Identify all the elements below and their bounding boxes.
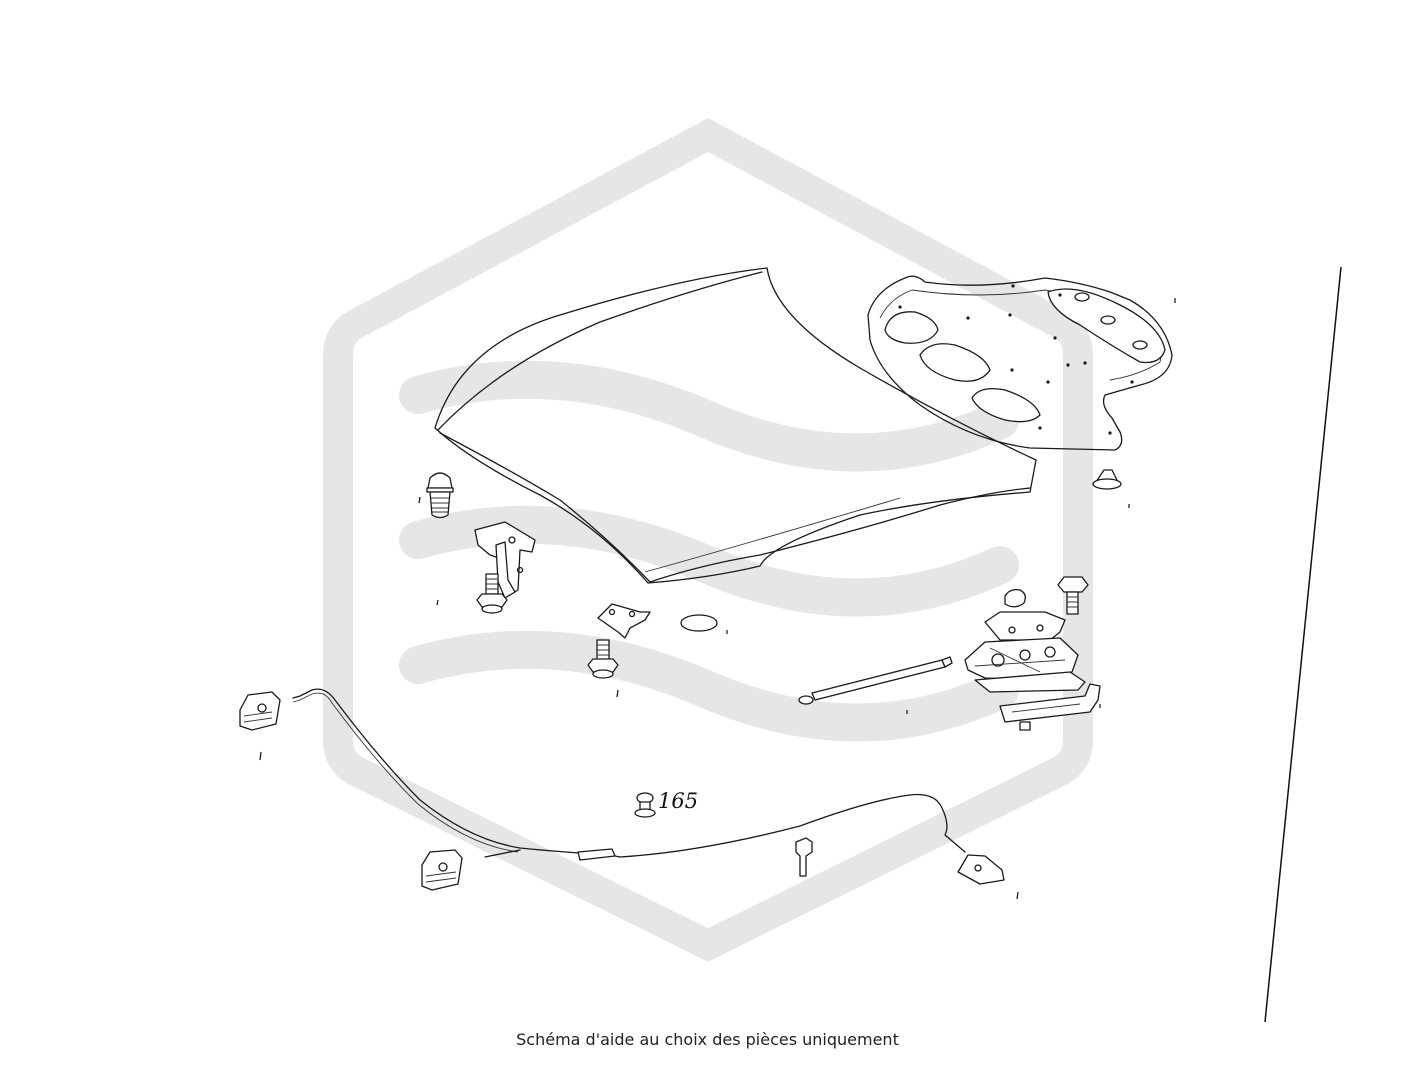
reference-ticks: [259, 298, 1176, 900]
seal-ring: [680, 614, 718, 632]
latch-bumper: [1004, 588, 1026, 608]
latch-bolt: [1057, 576, 1089, 615]
diagram-caption: Schéma d'aide au choix des pièces unique…: [516, 1030, 899, 1049]
left-hood-latch: [239, 691, 281, 731]
center-hood-latch: [421, 849, 463, 891]
push-pin-clip: [634, 792, 656, 818]
hood-hinge: [474, 521, 536, 599]
release-cable: [292, 688, 966, 861]
watermark-logo: [323, 117, 1093, 962]
hood-release-handle: [957, 854, 1005, 885]
part-number-label: 165: [658, 789, 698, 813]
hood-insulation-pad: [867, 275, 1173, 451]
hinge-bolt: [476, 573, 508, 614]
bracket-bolt: [587, 639, 619, 679]
gas-strut: [798, 656, 953, 705]
latch-mounting-bracket: [999, 683, 1101, 731]
hood-panel: [434, 267, 1037, 584]
stopper-bracket: [597, 603, 651, 639]
frame-line: [1264, 266, 1342, 1023]
retaining-clip: [1092, 469, 1122, 490]
rubber-bumper-stop: [426, 472, 454, 519]
cable-clip: [795, 837, 813, 877]
hood-latch-assembly: [964, 611, 1086, 693]
